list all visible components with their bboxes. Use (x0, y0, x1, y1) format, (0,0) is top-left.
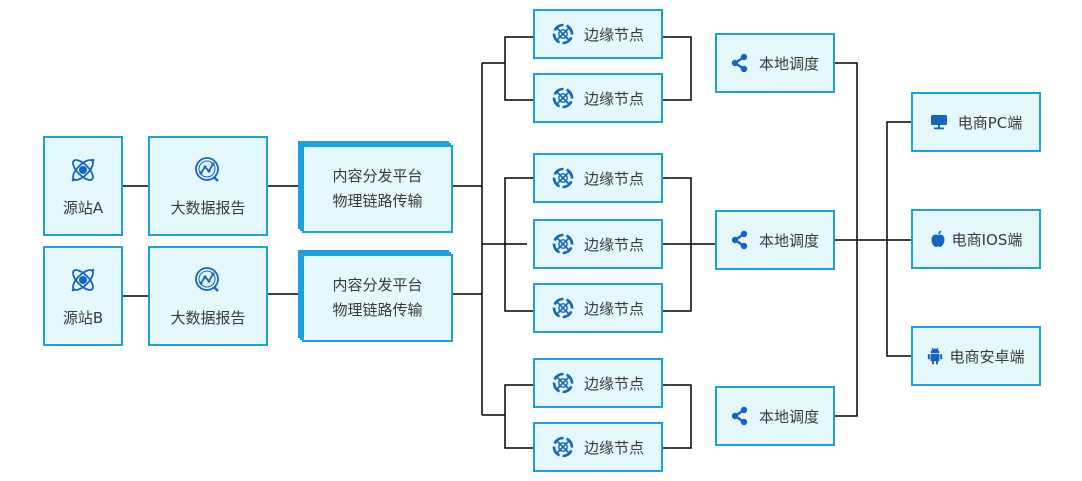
client-ios-node[interactable]: 电商IOS端 (911, 209, 1041, 269)
cdn-label-line2: 物理链路传输 (332, 192, 423, 210)
edge-node-label: 边缘节点 (583, 438, 644, 457)
source-label: 源站A (62, 198, 104, 217)
monitor-icon (930, 114, 948, 130)
report-node[interactable]: 大数据报告 (148, 136, 268, 236)
client-label: 电商PC端 (957, 113, 1023, 132)
edge-node-label: 边缘节点 (583, 235, 644, 254)
share-icon (731, 406, 749, 426)
source-label: 源站B (62, 308, 104, 327)
edge-node-label: 边缘节点 (583, 299, 644, 318)
lifebuoy-icon (552, 372, 574, 394)
cdn-label-line1: 内容分发平台 (332, 167, 423, 185)
edge-node-label: 边缘节点 (583, 169, 644, 188)
connector-bracket (504, 177, 534, 312)
source-node-a[interactable]: 源站A (43, 136, 123, 236)
edge-node[interactable]: 边缘节点 (533, 219, 663, 269)
local-dispatch-node[interactable]: 本地调度 (715, 210, 835, 270)
edge-node[interactable]: 边缘节点 (533, 283, 663, 333)
local-dispatch-node[interactable]: 本地调度 (715, 33, 835, 93)
connector-bracket (662, 384, 692, 449)
client-pc-node[interactable]: 电商PC端 (911, 92, 1041, 152)
cdn-platform-node[interactable]: 内容分发平台 物理链路传输 (302, 254, 453, 342)
lifebuoy-icon (552, 167, 574, 189)
dispatch-label: 本地调度 (758, 54, 819, 73)
edge-node[interactable]: 边缘节点 (533, 9, 663, 59)
lifebuoy-icon (552, 87, 574, 109)
client-label: 电商IOS端 (951, 230, 1023, 249)
atom-icon (68, 155, 98, 185)
android-icon (927, 347, 943, 365)
dispatch-label: 本地调度 (758, 407, 819, 426)
connector-bracket (834, 62, 858, 417)
cdn-platform-node[interactable]: 内容分发平台 物理链路传输 (302, 145, 453, 233)
connector-bracket (662, 177, 692, 312)
connector-bracket (662, 36, 692, 101)
lifebuoy-icon (552, 297, 574, 319)
apple-icon (930, 230, 946, 248)
report-label: 大数据报告 (170, 308, 246, 327)
lifebuoy-icon (552, 23, 574, 45)
report-label: 大数据报告 (170, 198, 246, 217)
connector-bracket (504, 36, 534, 101)
client-android-node[interactable]: 电商安卓端 (911, 326, 1041, 386)
dispatch-label: 本地调度 (758, 231, 819, 250)
cdn-label-line1: 内容分发平台 (332, 276, 423, 294)
edge-node-label: 边缘节点 (583, 25, 644, 44)
source-node-b[interactable]: 源站B (43, 246, 123, 346)
lifebuoy-icon (552, 436, 574, 458)
share-icon (731, 230, 749, 250)
edge-node[interactable]: 边缘节点 (533, 422, 663, 472)
atom-icon (68, 265, 98, 295)
cdn-label-line2: 物理链路传输 (332, 301, 423, 319)
local-dispatch-node[interactable]: 本地调度 (715, 386, 835, 446)
connector-bracket (886, 121, 912, 357)
lifebuoy-icon (552, 233, 574, 255)
edge-node-label: 边缘节点 (583, 374, 644, 393)
edge-node-label: 边缘节点 (583, 89, 644, 108)
edge-node[interactable]: 边缘节点 (533, 153, 663, 203)
edge-node[interactable]: 边缘节点 (533, 358, 663, 408)
edge-node[interactable]: 边缘节点 (533, 73, 663, 123)
analytics-search-icon (193, 265, 223, 295)
share-icon (731, 53, 749, 73)
connector-bracket (504, 384, 534, 449)
analytics-search-icon (193, 155, 223, 185)
client-label: 电商安卓端 (949, 347, 1025, 366)
report-node[interactable]: 大数据报告 (148, 246, 268, 346)
